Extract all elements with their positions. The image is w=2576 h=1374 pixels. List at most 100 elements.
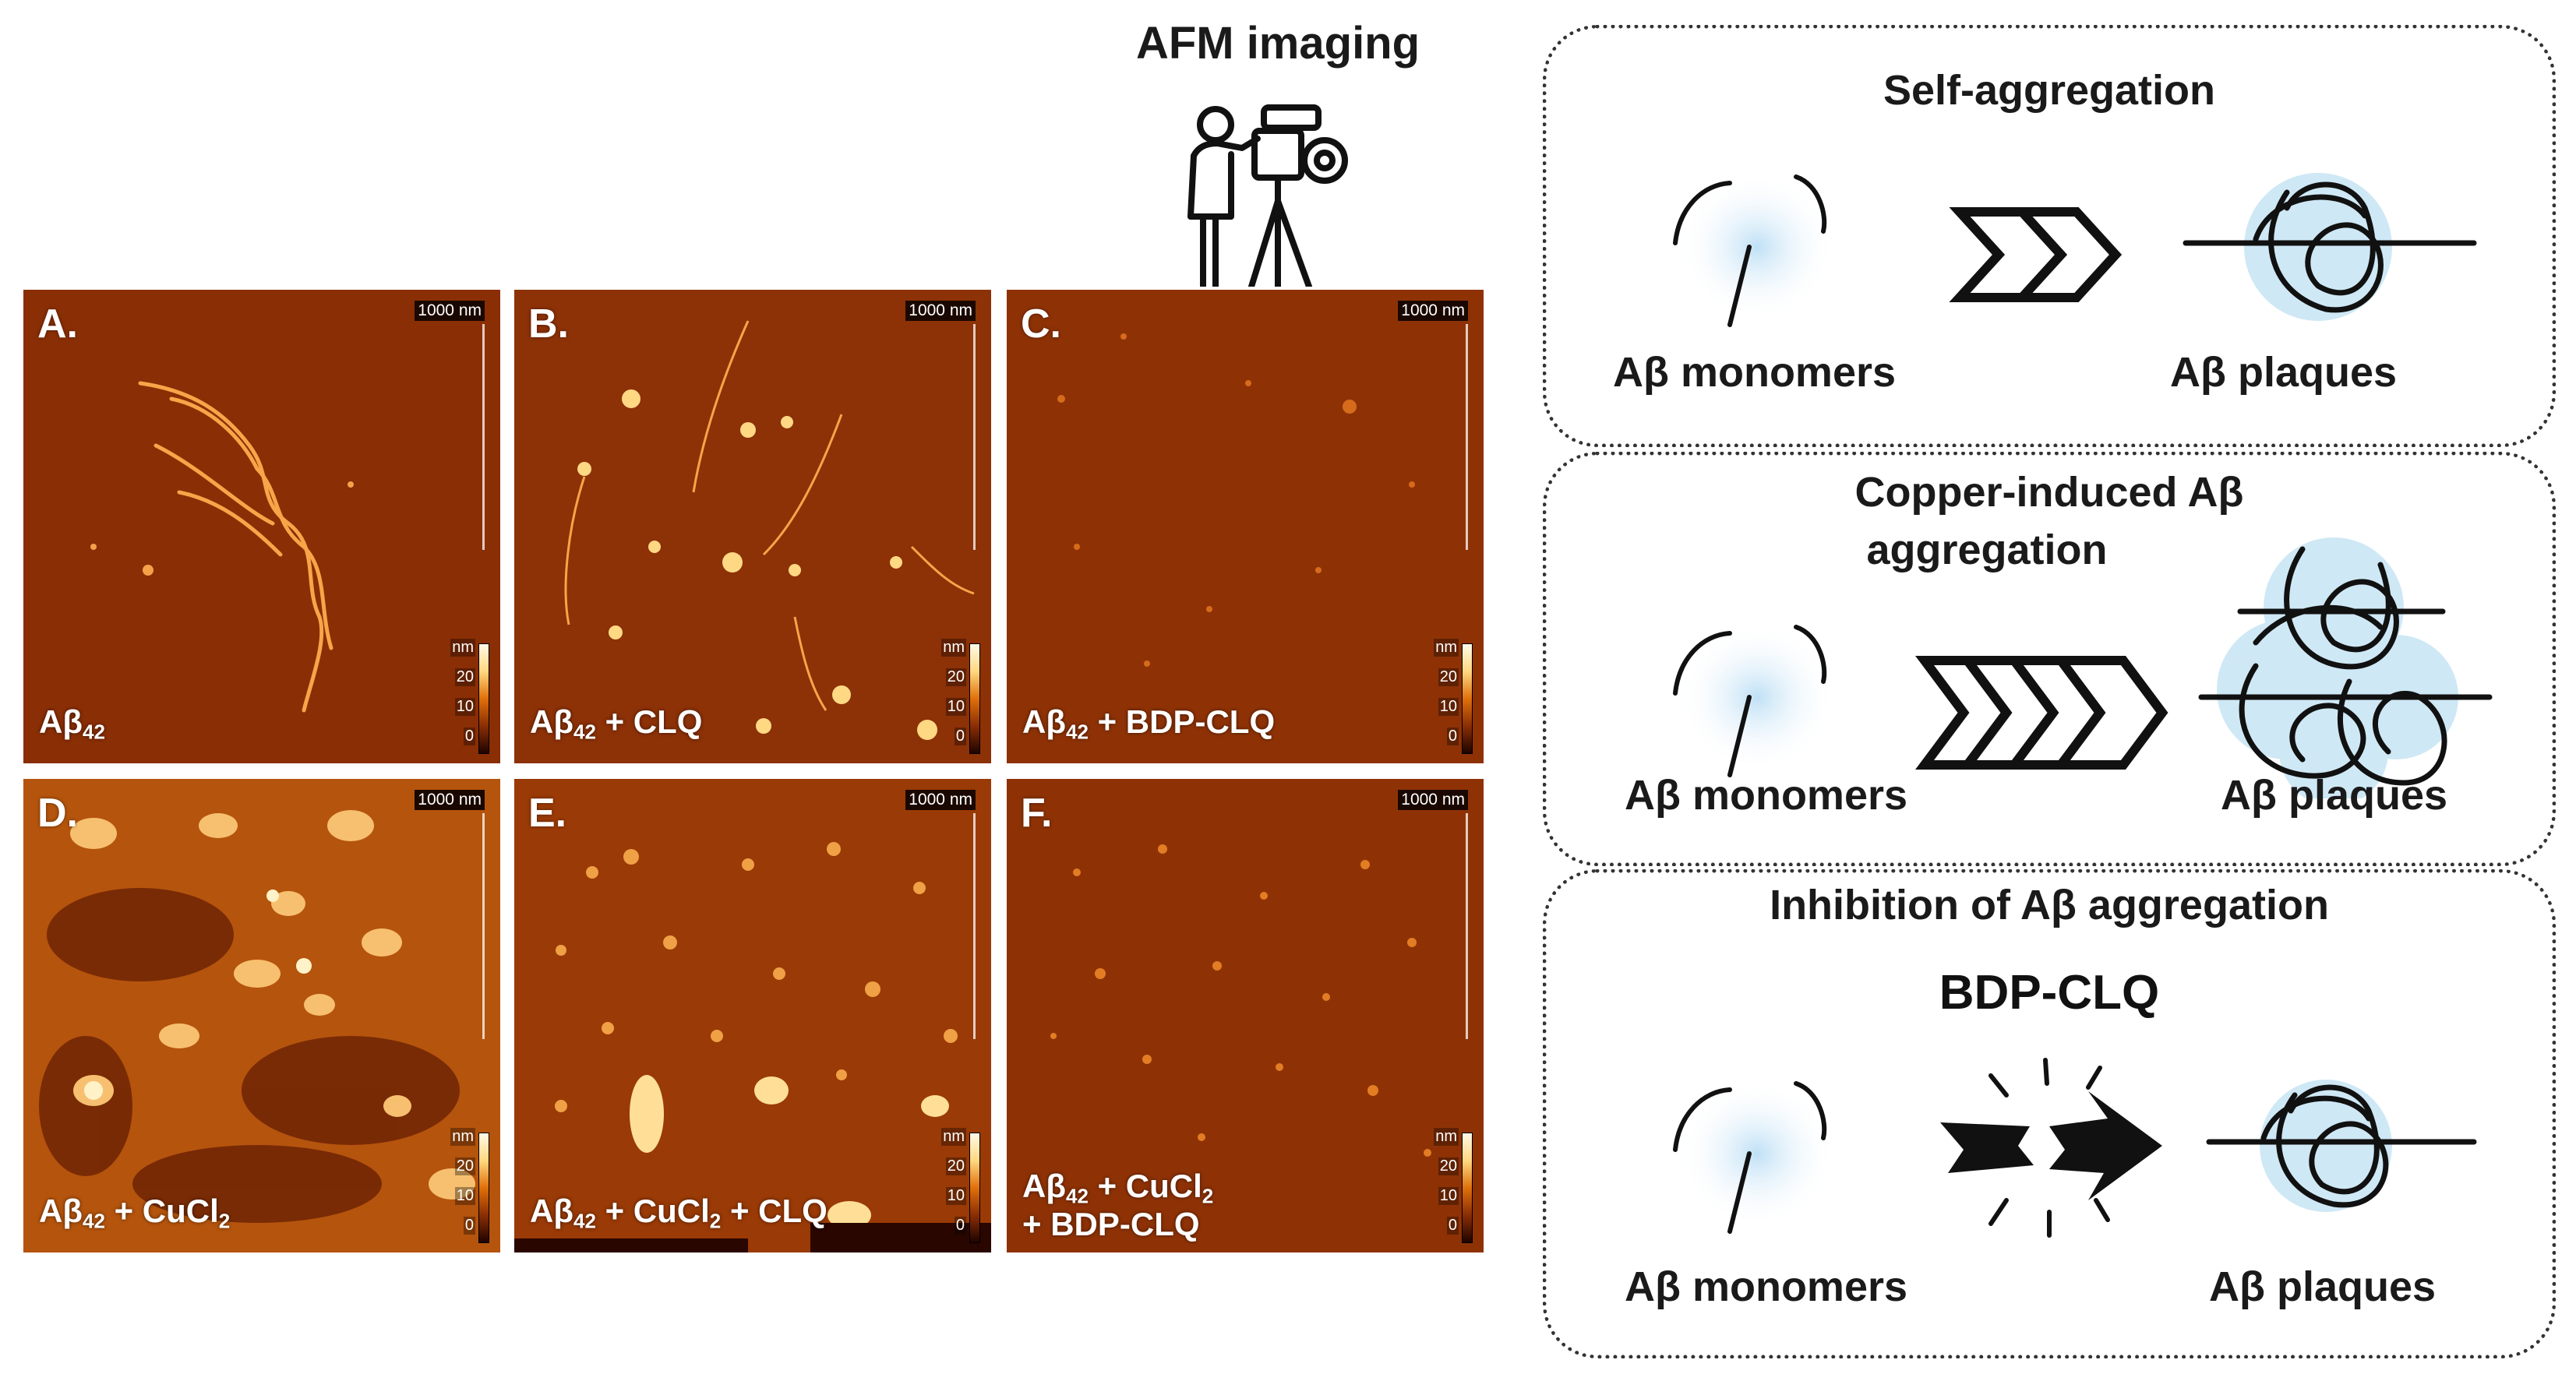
colorbar-unit: nm xyxy=(1434,639,1459,657)
scale-bar-label: 1000 nm xyxy=(905,790,976,810)
colorbar-gradient xyxy=(478,643,489,754)
colorbar-unit: nm xyxy=(941,1128,966,1146)
colorbar-unit: nm xyxy=(450,1128,475,1146)
inhibitor-label: BDP-CLQ xyxy=(1939,966,2160,1020)
scale-bar-label: 1000 nm xyxy=(905,301,976,321)
colorbar-tick: 0 xyxy=(1446,1217,1459,1235)
monomers-caption: Aβ monomers xyxy=(1625,1263,1908,1310)
afm-panel-a: A. 1000 nm nm 20 10 0 Aβ42 xyxy=(23,290,500,763)
inhibition-box: Inhibition of Aβ aggregation BDP-CLQ xyxy=(1543,869,2556,1358)
scale-bar-label: 1000 nm xyxy=(415,790,485,810)
afm-image-f xyxy=(1007,779,1484,1252)
scale-bar xyxy=(1466,324,1468,550)
colorbar-gradient xyxy=(478,1133,489,1243)
colorbar-unit: nm xyxy=(450,639,475,657)
panel-label: Aβ42 + BDP-CLQ xyxy=(1022,703,1276,744)
box-title-line2: aggregation xyxy=(1866,527,2108,573)
plaque-icon xyxy=(2206,1080,2477,1212)
plaques-caption: Aβ plaques xyxy=(2170,349,2398,396)
colorbar-tick: 20 xyxy=(1438,668,1459,686)
self-aggregation-box: Self-aggregation Aβ xyxy=(1543,25,2556,447)
afm-image-a xyxy=(23,290,500,763)
colorbar-tick: 10 xyxy=(945,1187,966,1205)
chevron-arrow-icon xyxy=(1949,207,2123,302)
scale-bar-label: 1000 nm xyxy=(415,301,485,321)
scale-bar xyxy=(482,813,485,1039)
plaque-icon xyxy=(2183,173,2477,321)
box-title: Inhibition of Aβ aggregation xyxy=(1770,882,2329,928)
afm-panel-b: B. 1000 nm nm 20 10 0 Aβ42 + CLQ xyxy=(514,290,991,763)
panel-label: Aβ42 + CLQ xyxy=(530,703,703,744)
colorbar-tick: 10 xyxy=(945,698,966,716)
monomers-caption: Aβ monomers xyxy=(1613,349,1897,396)
scale-bar xyxy=(1466,813,1468,1039)
colorbar-unit: nm xyxy=(941,639,966,657)
height-colorbar: nm 20 10 0 xyxy=(926,1128,980,1245)
height-colorbar: nm 20 10 0 xyxy=(435,639,489,756)
panel-letter: B. xyxy=(528,301,569,347)
inhibition-scheme xyxy=(1673,1058,2477,1238)
colorbar-gradient xyxy=(969,643,980,754)
colorbar-gradient xyxy=(969,1133,980,1243)
monomers-caption: Aβ monomers xyxy=(1625,772,1908,819)
afm-panel-c: C. 1000 nm nm 20 10 0 Aβ42 + BDP-CLQ xyxy=(1007,290,1484,763)
scale-bar-label: 1000 nm xyxy=(1398,301,1468,321)
scale-bar-label: 1000 nm xyxy=(1398,790,1468,810)
self-aggregation-scheme xyxy=(1673,173,2477,327)
colorbar-tick: 0 xyxy=(463,1217,475,1235)
plaques-caption: Aβ plaques xyxy=(2209,1263,2437,1310)
height-colorbar: nm 20 10 0 xyxy=(1418,1128,1473,1245)
colorbar-tick: 0 xyxy=(463,728,475,745)
copper-aggregation-box: Copper-induced Aβ aggregation xyxy=(1543,452,2556,866)
panel-label: Aβ42 + CuCl2 + BDP-CLQ xyxy=(1022,1168,1214,1242)
panel-letter: A. xyxy=(37,301,78,347)
colorbar-tick: 20 xyxy=(945,668,966,686)
colorbar-tick: 10 xyxy=(1438,698,1459,716)
colorbar-tick: 10 xyxy=(454,698,475,716)
broken-arrow-icon xyxy=(1940,1058,2162,1238)
colorbar-tick: 20 xyxy=(454,1157,475,1175)
height-colorbar: nm 20 10 0 xyxy=(926,639,980,756)
panel-label: Aβ42 xyxy=(39,703,105,744)
colorbar-gradient xyxy=(1462,643,1473,754)
large-plaque-icon xyxy=(2198,537,2493,798)
colorbar-tick: 10 xyxy=(1438,1187,1459,1205)
height-colorbar: nm 20 10 0 xyxy=(435,1128,489,1245)
box-title-line1: Copper-induced Aβ xyxy=(1854,469,2244,516)
panel-label: Aβ42 + CuCl2 xyxy=(39,1193,231,1233)
panel-letter: E. xyxy=(528,791,567,836)
colorbar-gradient xyxy=(1462,1133,1473,1243)
afm-panel-e: E. 1000 nm nm 20 10 0 Aβ42 + CuCl2 + CLQ xyxy=(514,779,991,1252)
colorbar-tick: 10 xyxy=(454,1187,475,1205)
panel-letter: D. xyxy=(37,791,78,836)
afm-image-b xyxy=(514,290,991,763)
colorbar-tick: 20 xyxy=(1438,1157,1459,1175)
afm-panel-d: D. 1000 nm nm 20 10 0 Aβ42 + CuCl2 xyxy=(23,779,500,1252)
scale-bar xyxy=(482,324,485,550)
box-title: Self-aggregation xyxy=(1883,67,2216,114)
colorbar-unit: nm xyxy=(1434,1128,1459,1146)
colorbar-tick: 0 xyxy=(1446,728,1459,745)
afm-panel-f: F. 1000 nm nm 20 10 0 Aβ42 + CuCl2 + BDP… xyxy=(1007,779,1484,1252)
panel-letter: F. xyxy=(1021,791,1053,836)
camera-operator-icon xyxy=(1177,100,1379,290)
height-colorbar: nm 20 10 0 xyxy=(1418,639,1473,756)
colorbar-tick: 0 xyxy=(954,1217,966,1235)
colorbar-tick: 20 xyxy=(945,1157,966,1175)
panel-letter: C. xyxy=(1021,301,1061,347)
monomer-icon xyxy=(1673,623,1835,777)
colorbar-tick: 20 xyxy=(454,668,475,686)
afm-image-e xyxy=(514,779,991,1252)
copper-aggregation-scheme xyxy=(1673,537,2493,798)
plaques-caption: Aβ plaques xyxy=(2221,772,2448,819)
scale-bar xyxy=(973,813,976,1039)
triple-chevron-arrow-icon xyxy=(1915,656,2168,770)
afm-imaging-title: AFM imaging xyxy=(1135,18,1420,69)
afm-image-c xyxy=(1007,290,1484,763)
panel-label: Aβ42 + CuCl2 + CLQ xyxy=(530,1193,827,1233)
monomer-icon xyxy=(1673,173,1835,327)
colorbar-tick: 0 xyxy=(954,728,966,745)
scale-bar xyxy=(973,324,976,550)
afm-image-d xyxy=(23,779,500,1252)
monomer-icon xyxy=(1673,1080,1835,1234)
